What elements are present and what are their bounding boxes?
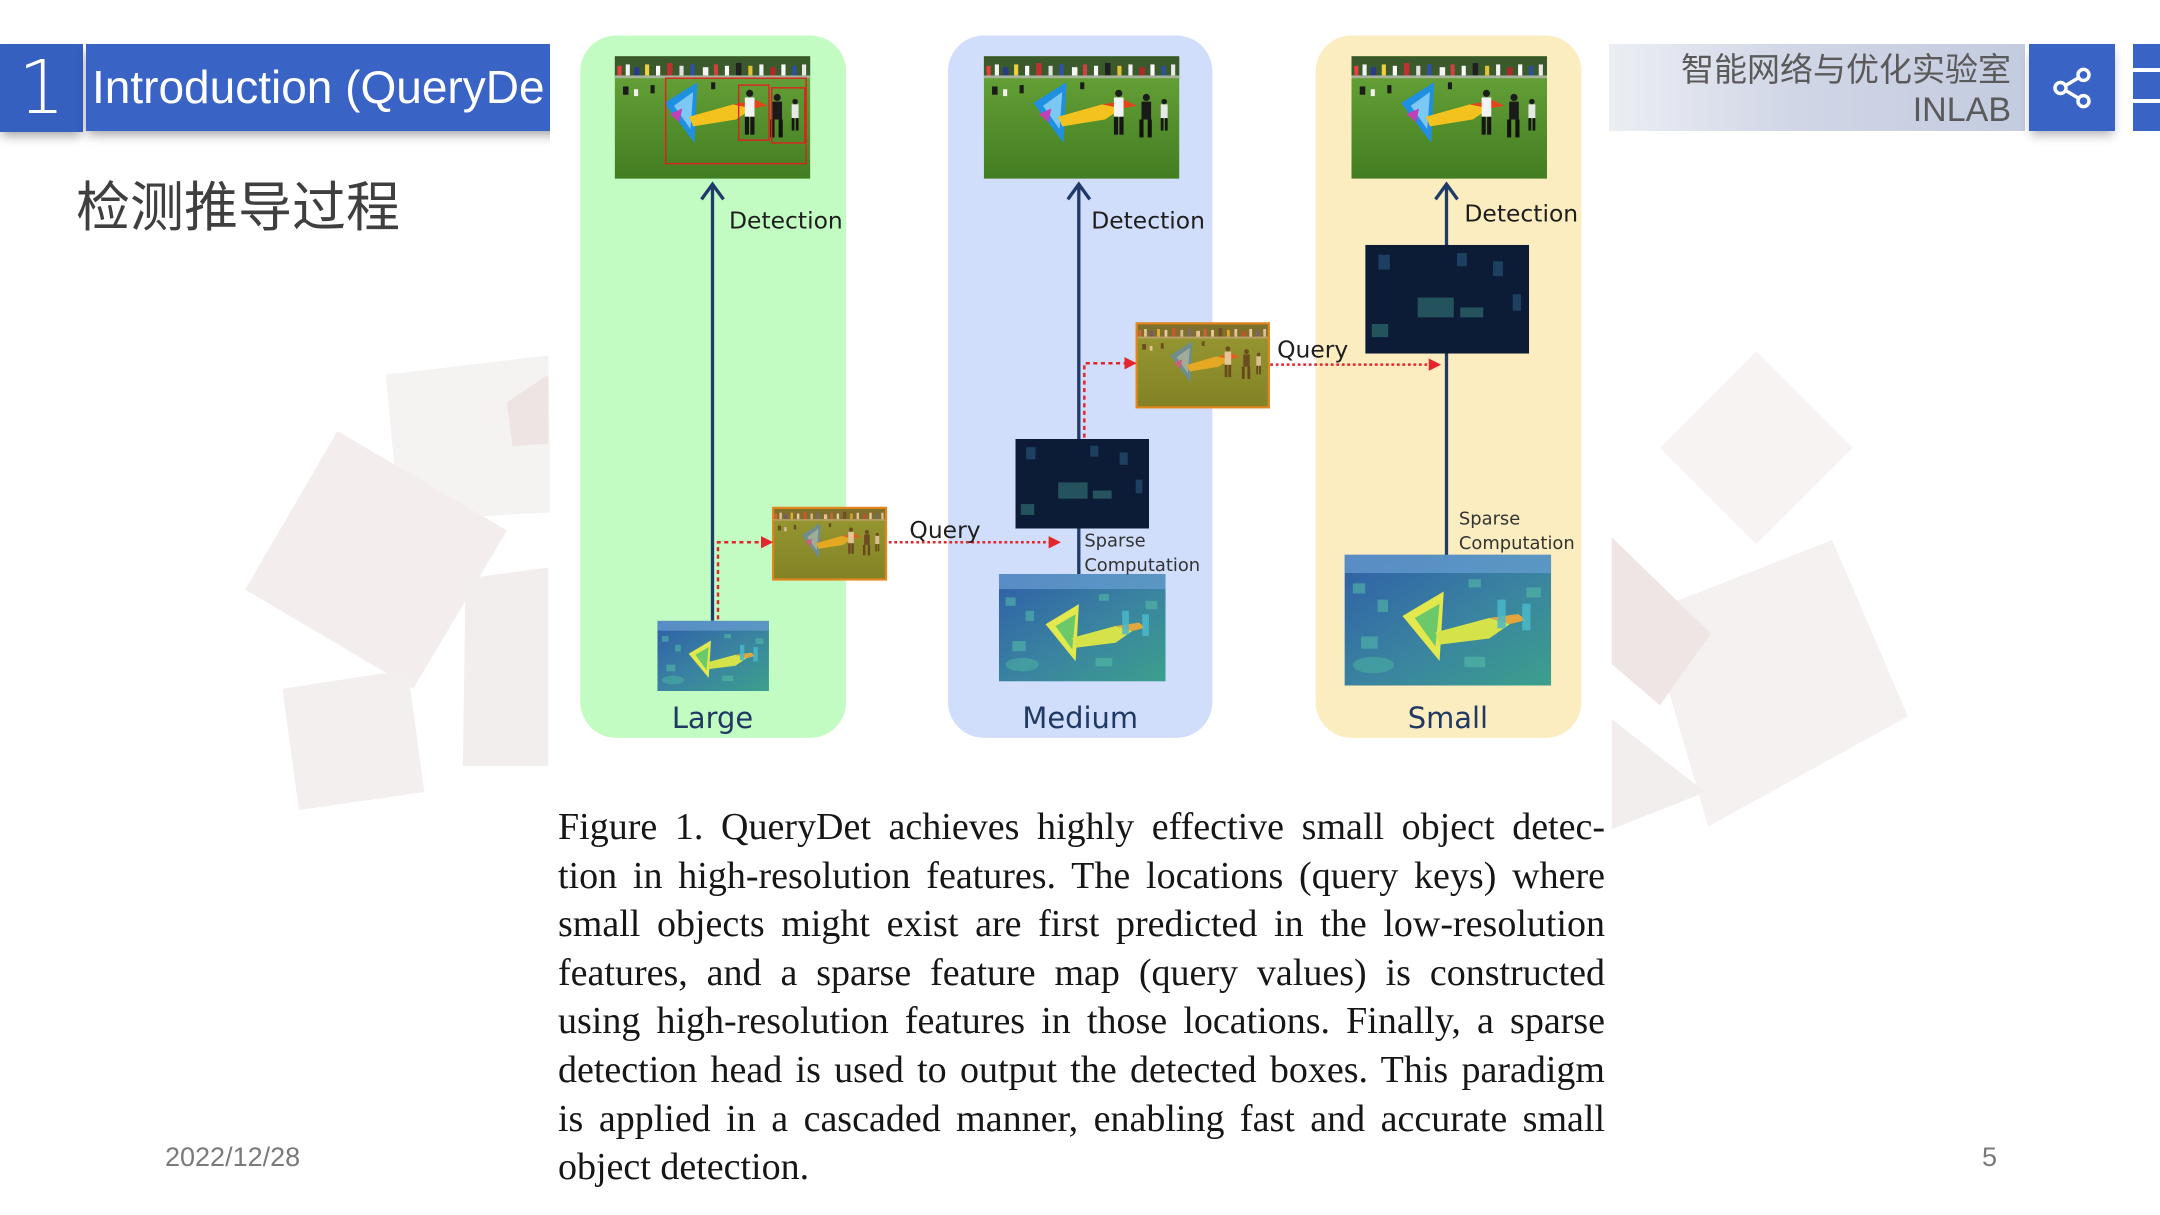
paper-figure: Detection Detection Detection Query Quer… (550, 23, 1609, 1215)
photo-small (1351, 56, 1548, 179)
photo-medium (983, 56, 1180, 179)
sparse-map-medium (1015, 439, 1150, 529)
right-decor-shapes (1611, 351, 1908, 830)
query-label: Query (1277, 336, 1348, 364)
lab-name-banner: 智能网络与优化实验室 INLAB (1609, 44, 2025, 131)
section-number-badge: 1 (0, 44, 83, 132)
query-map-large (771, 506, 888, 581)
diagram-labels: Detection Detection Detection Query Quer… (729, 199, 1578, 576)
slide-subtitle: 检测推导过程 (76, 176, 400, 239)
caption-line: Figure 1. QueryDet achieves highly effec… (558, 806, 1605, 848)
panel-label-large: Large (672, 701, 753, 735)
menu-icon-bar (2133, 72, 2160, 99)
menu-icon-bar (2133, 103, 2160, 131)
caption-line: small objects might exist are first pred… (558, 903, 1605, 946)
caption-line: using high-resolution features in those … (558, 1000, 1605, 1043)
sparse-label: Sparse (1084, 530, 1145, 551)
detection-label: Detection (1464, 199, 1578, 227)
sparse-map-small (1365, 244, 1530, 354)
caption-line: object detection. (558, 1146, 810, 1189)
share-icon (2053, 67, 2091, 108)
lab-name-chinese: 智能网络与优化实验室 (1681, 50, 2011, 89)
feature-heatmap-medium (998, 573, 1166, 682)
share-button[interactable] (2029, 44, 2115, 131)
photo-large (614, 56, 811, 179)
detection-boxes (664, 77, 807, 165)
panel-labels: Large Medium Small (672, 701, 1488, 735)
panel-label-medium: Medium (1022, 701, 1138, 735)
computation-label: Computation (1084, 555, 1200, 576)
caption-line: tion in high-resolution features. The lo… (558, 854, 1605, 897)
figure-caption: Figure 1. QueryDet achieves highly effec… (558, 803, 1605, 1192)
caption-line: is applied in a cascaded manner, enablin… (558, 1097, 1605, 1140)
caption-line: detection head is used to output the det… (558, 1048, 1605, 1091)
query-label: Query (909, 516, 980, 544)
caption-line: features, and a sparse feature map (quer… (558, 951, 1605, 994)
left-decor-shapes (245, 355, 552, 810)
slide-title-bar: Introduction (QueryDe (86, 44, 606, 131)
page-number: 5 (1982, 1142, 1998, 1172)
menu-icon[interactable] (2133, 44, 2160, 131)
computation-label: Computation (1459, 533, 1575, 554)
detection-label: Detection (729, 206, 843, 234)
sparse-label: Sparse (1459, 508, 1520, 529)
feature-heatmap-small (1344, 554, 1552, 686)
detection-label: Detection (1091, 206, 1205, 234)
slide-title: Introduction (QueryDe (92, 61, 545, 113)
feature-heatmap-large (657, 620, 769, 692)
lab-name-english: INLAB (1912, 91, 2011, 129)
menu-icon-bar (2133, 44, 2160, 68)
querydet-diagram: Detection Detection Detection Query Quer… (550, 23, 1609, 771)
query-map-medium (1135, 322, 1270, 409)
panel-label-small: Small (1408, 701, 1488, 735)
slide-date: 2022/12/28 (165, 1142, 301, 1172)
